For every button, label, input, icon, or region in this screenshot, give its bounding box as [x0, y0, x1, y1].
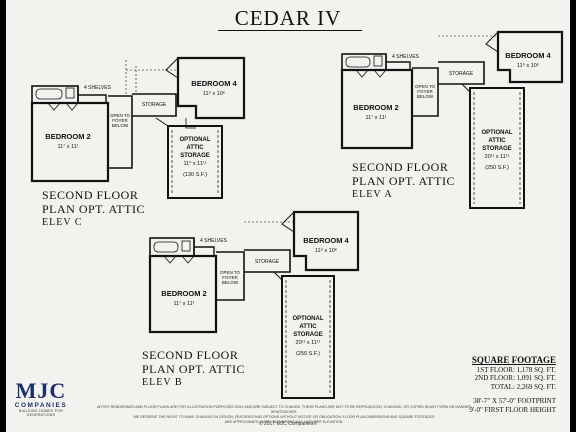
attic-label-line1: OPTIONAL [180, 137, 211, 143]
attic-label-line2: ATTIC [488, 138, 506, 144]
storage-label: STORAGE [449, 71, 474, 77]
open-to-foyer-line3: BELOW [112, 123, 129, 128]
bedroom-2-label: BEDROOM 2 [353, 103, 398, 112]
caption-elev-c: SECOND FLOOR PLAN OPT. ATTIC ELEV C [42, 188, 145, 230]
storage-label: STORAGE [255, 259, 280, 265]
bath-tub [31, 85, 79, 104]
second-floor-sqft: 2ND FLOOR: 1,091 SQ. FT. [474, 374, 556, 382]
caption-line2: PLAN OPT. ATTIC [42, 202, 145, 216]
caption-line1: SECOND FLOOR [352, 160, 449, 174]
title-underline [218, 30, 362, 31]
bedroom-4-room [292, 210, 360, 272]
bedroom-4-label: BEDROOM 4 [505, 51, 551, 60]
disclaimer-line1: ARTIST RENDERINGS AND FLOOR PLANS ARE FO… [97, 405, 471, 414]
open-to-foyer-line2: FOYER [112, 118, 128, 123]
plan-elev-c: BEDROOM 2 11⁷ x 11¹ BEDROOM 4 11⁶ x 10⁶ … [30, 56, 246, 199]
bedroom-4-label: BEDROOM 4 [191, 79, 237, 88]
bedroom-2-label: BEDROOM 2 [45, 132, 90, 141]
plan-elev-a: BEDROOM 2 11⁷ x 11¹ BEDROOM 4 11⁶ x 10⁶ … [340, 30, 564, 209]
plan-elev-b: BEDROOM 2 11⁷ x 11¹ BEDROOM 4 11⁶ x 10⁶ … [148, 210, 360, 399]
storage-label: STORAGE [142, 102, 167, 108]
first-floor-ceiling: 9'-0" FIRST FLOOR HEIGHT [469, 405, 556, 414]
bedroom-4-dims: 11⁶ x 10⁶ [203, 90, 225, 97]
attic-label-line2: ATTIC [186, 145, 204, 151]
caption-elev: ELEV B [142, 377, 183, 388]
shelves-label: 4 SHELVES [84, 85, 112, 91]
bedroom-4-room [496, 30, 564, 84]
bedroom-4-dims: 11⁶ x 10⁶ [517, 62, 539, 69]
open-to-foyer-line1: OPEN TO [110, 113, 131, 118]
open-to-foyer-line3: BELOW [417, 94, 434, 99]
disclaimer-line2: WE RESERVE THE RIGHT TO MAKE CHANGES IN … [133, 415, 435, 419]
open-to-foyer-line2: FOYER [222, 275, 238, 280]
caption-elev-a: SECOND FLOOR PLAN OPT. ATTIC ELEV A [352, 160, 455, 202]
square-footage-heading: SQUARE FOOTAGE [471, 355, 556, 365]
bedroom-2-label: BEDROOM 2 [161, 289, 206, 298]
bedroom-4-room [176, 56, 246, 120]
floor-plan-sheet: CEDAR IV [6, 0, 570, 432]
copyright: © 2017 MJC Companies® [258, 421, 318, 427]
caption-line2: PLAN OPT. ATTIC [352, 174, 455, 188]
logo-name: COMPANIES [14, 402, 68, 409]
attic-label-line2: ATTIC [299, 324, 317, 330]
attic-dims: 20¹¹ x 11¹¹ [296, 340, 321, 346]
mjc-logo: MJC COMPANIES BUILDING HOMES FOR GENERAT… [10, 378, 72, 418]
attic-dims: 11⁰ x 11¹¹ [183, 160, 206, 167]
bedroom-4-label: BEDROOM 4 [303, 236, 349, 245]
plan-title: CEDAR IV [234, 6, 342, 30]
logo-mark: MJC [15, 378, 67, 403]
attic-label-line3: STORAGE [293, 332, 323, 338]
caption-line2: PLAN OPT. ATTIC [142, 362, 245, 376]
bedroom-2-dims: 11⁷ x 11¹ [173, 300, 194, 307]
square-footage-block: SQUARE FOOTAGE 1ST FLOOR: 1,178 SQ. FT. … [469, 356, 556, 414]
attic-storage-area [167, 125, 223, 199]
attic-label-line3: STORAGE [180, 153, 210, 159]
footprint: 38'-7" X 57'-0" FOOTPRINT [473, 397, 556, 405]
attic-storage-area [281, 275, 335, 399]
logo-tagline: BUILDING HOMES FOR GENERATIONS [18, 409, 64, 417]
open-to-foyer-line3: BELOW [222, 280, 239, 285]
open-to-foyer-line1: OPEN TO [415, 84, 436, 89]
floor-plans-drawing: BEDROOM 2 11⁷ x 11¹ BEDROOM 4 11⁶ x 10⁶ … [30, 30, 564, 399]
open-to-foyer-line1: OPEN TO [220, 270, 241, 275]
attic-label-line1: OPTIONAL [293, 316, 324, 322]
attic-dims: 20¹¹ x 11¹¹ [485, 154, 510, 160]
bedroom-2-room [30, 101, 110, 183]
disclaimer-line3: ARE APPROXIMATE. NOTE: ELEVATIONS MAY VA… [224, 420, 344, 424]
shelves-label: 4 SHELVES [200, 238, 228, 244]
attic-area: (250 S.F.) [296, 351, 320, 357]
first-floor-sqft: 1ST FLOOR: 1,178 SQ. FT. [476, 365, 556, 374]
bedroom-2-dims: 11⁷ x 11¹ [365, 114, 386, 121]
attic-area: (250 S.F.) [485, 165, 509, 171]
attic-label-line1: OPTIONAL [482, 130, 513, 136]
attic-label-line3: STORAGE [482, 146, 512, 152]
total-sqft: TOTAL: 2,269 SQ. FT. [490, 382, 556, 391]
bedroom-2-dims: 11⁷ x 11¹ [57, 143, 78, 150]
caption-line1: SECOND FLOOR [42, 188, 139, 202]
attic-area: (130 S.F.) [183, 172, 207, 178]
attic-storage-area [469, 87, 525, 209]
shelves-label: 4 SHELVES [392, 54, 420, 60]
open-to-foyer-line2: FOYER [417, 89, 433, 94]
caption-elev-b: SECOND FLOOR PLAN OPT. ATTIC ELEV B [142, 348, 245, 390]
caption-line1: SECOND FLOOR [142, 348, 239, 362]
disclaimer: ARTIST RENDERINGS AND FLOOR PLANS ARE FO… [94, 405, 474, 425]
bedroom-4-dims: 11⁶ x 10⁶ [315, 247, 337, 254]
caption-elev: ELEV C [42, 217, 83, 228]
caption-elev: ELEV A [352, 189, 393, 200]
